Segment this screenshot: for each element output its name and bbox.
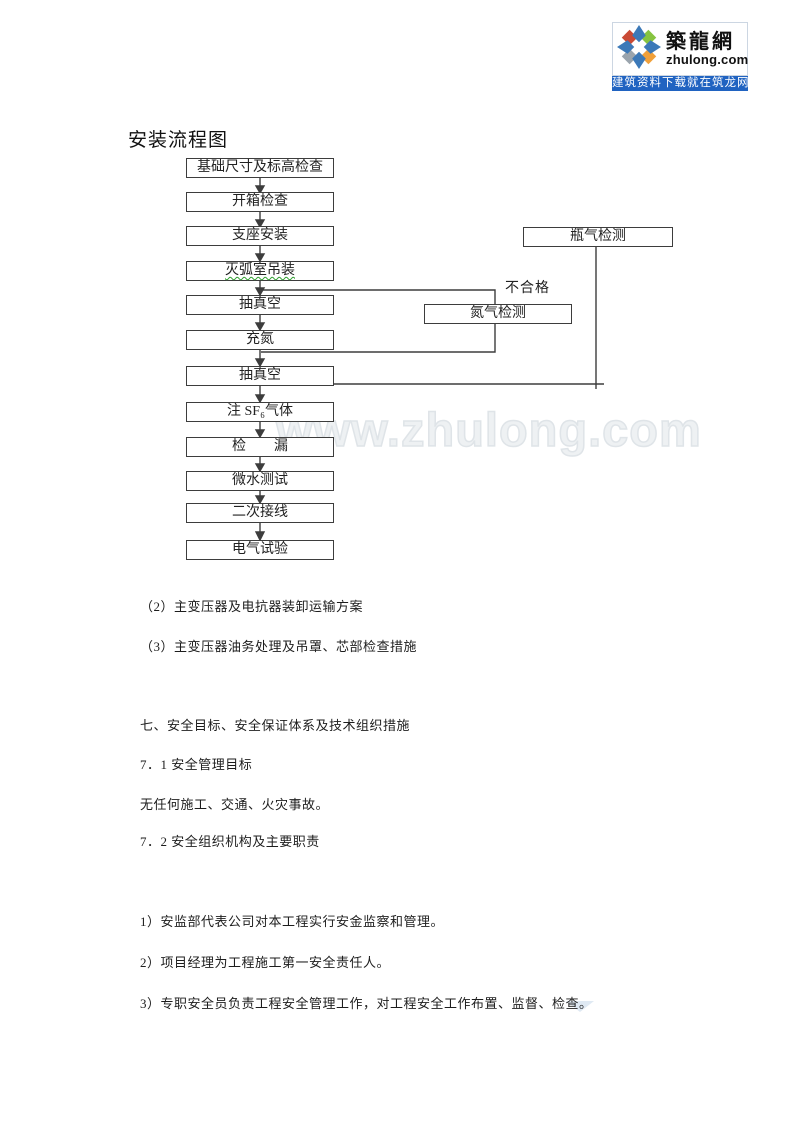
paragraph-duty-3: 3）专职安全员负责工程安全管理工作，对工程安全工作布置、监督、检查。 bbox=[140, 996, 593, 1011]
flow-step-label: 抽真空 bbox=[239, 368, 281, 383]
paragraph-safety-goal: 无任何施工、交通、火灾事故。 bbox=[140, 797, 330, 812]
branch-label-unqualified: 不合格 bbox=[505, 281, 550, 296]
flow-step-label: 瓶气检测 bbox=[570, 229, 626, 244]
brand-site-url: zhulong.com bbox=[666, 51, 749, 67]
paragraph-duty-1: 1）安监部代表公司对本工程实行安金监察和管理。 bbox=[140, 914, 445, 929]
flow-step-unboxing-check: 开箱检查 bbox=[186, 192, 334, 212]
zhulong-logo-banner[interactable]: 築龍網 zhulong.com 建筑资料下载就在筑龙网 bbox=[612, 22, 750, 91]
watermark-text: www.zhulong.com bbox=[275, 402, 702, 457]
brand-name: 築龍網 bbox=[666, 30, 735, 53]
brand-tagline: 建筑资料下载就在筑龙网 bbox=[612, 76, 750, 91]
flow-step-bottle-gas-check: 瓶气检测 bbox=[523, 227, 673, 247]
heading-section-seven: 七、安全目标、安全保证体系及技术组织措施 bbox=[140, 718, 411, 733]
flow-step-label: 二次接线 bbox=[232, 505, 288, 520]
flow-step-label: 抽真空 bbox=[239, 297, 281, 312]
heading-7-2: 7．2 安全组织机构及主要职责 bbox=[140, 834, 320, 849]
faint-arrow-glyph bbox=[566, 1001, 594, 1012]
paragraph-transport-plan: （2）主变压器及电抗器装卸运输方案 bbox=[140, 599, 364, 614]
flow-step-leak-check: 检 漏 bbox=[186, 437, 334, 457]
flow-step-label: 氮气检测 bbox=[470, 306, 526, 321]
flow-step-label: 基础尺寸及标高检查 bbox=[197, 160, 323, 175]
flow-step-label: 检 漏 bbox=[232, 439, 288, 454]
flow-step-label: 支座安装 bbox=[232, 228, 288, 243]
flow-step-label: 开箱检查 bbox=[232, 194, 288, 209]
flow-step-sf6-fill: 注 SF₆气体 bbox=[186, 402, 334, 422]
heading-7-1: 7．1 安全管理目标 bbox=[140, 757, 253, 772]
flow-step-secondary-wiring: 二次接线 bbox=[186, 503, 334, 523]
flow-step-nitrogen-fill: 充氮 bbox=[186, 330, 334, 350]
paragraph-duty-2: 2）项目经理为工程施工第一安全责任人。 bbox=[140, 955, 391, 970]
flow-step-label: 灭弧室吊装 bbox=[225, 263, 295, 278]
flow-step-label: 注 SF₆气体 bbox=[227, 404, 293, 419]
flow-step-arc-chamber-hoist: 灭弧室吊装 bbox=[186, 261, 334, 281]
flow-step-nitrogen-gas-check: 氮气检测 bbox=[424, 304, 572, 324]
flow-step-label: 电气试验 bbox=[232, 542, 288, 557]
brand-names: 築龍網 zhulong.com bbox=[666, 30, 749, 67]
page-title: 安装流程图 bbox=[128, 130, 229, 151]
flow-step-vacuum-2: 抽真空 bbox=[186, 366, 334, 386]
paragraph-oil-treatment: （3）主变压器油务处理及吊罩、芯部检查措施 bbox=[140, 639, 418, 654]
flow-step-moisture-test: 微水测试 bbox=[186, 471, 334, 491]
pinwheel-logo-icon bbox=[616, 24, 662, 75]
zhulong-logo: 築龍網 zhulong.com bbox=[612, 22, 748, 76]
flow-step-foundation-check: 基础尺寸及标高检查 bbox=[186, 158, 334, 178]
flow-step-vacuum-1: 抽真空 bbox=[186, 295, 334, 315]
flow-step-support-install: 支座安装 bbox=[186, 226, 334, 246]
flow-step-electrical-test: 电气试验 bbox=[186, 540, 334, 560]
flow-step-label: 微水测试 bbox=[232, 473, 288, 488]
flow-step-label: 充氮 bbox=[246, 332, 274, 347]
